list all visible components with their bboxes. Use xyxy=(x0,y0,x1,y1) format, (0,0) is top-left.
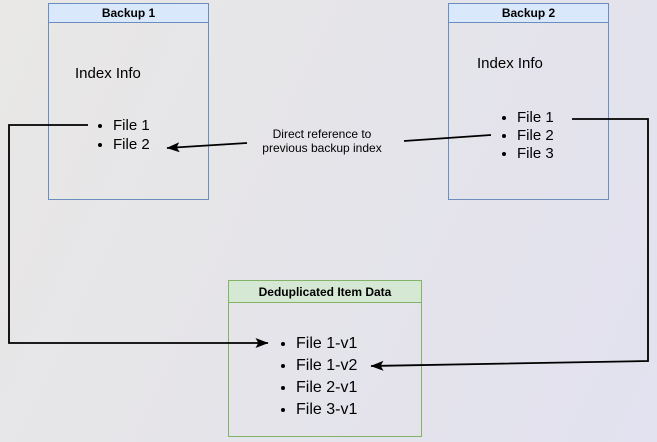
box-backup-2-file-list: File 1 File 2 File 3 xyxy=(449,109,554,163)
box-backup-1-file-list: File 1 File 2 xyxy=(49,116,150,154)
box-backup-2: Backup 2 Index Info File 1 File 2 File 3 xyxy=(448,3,609,200)
list-item: File 1 xyxy=(113,116,150,135)
edge-label-line-1: Direct reference to xyxy=(272,127,372,141)
edge-label-line-2: previous backup index xyxy=(262,141,382,155)
list-item: File 1 xyxy=(517,109,554,127)
list-item: File 2 xyxy=(113,135,150,154)
box-backup-2-title: Backup 2 xyxy=(449,4,608,23)
list-item: File 1-v1 xyxy=(296,333,357,355)
list-item: File 3 xyxy=(517,145,554,163)
list-item: File 1-v2 xyxy=(296,355,357,377)
box-backup-1-heading: Index Info xyxy=(75,65,141,82)
edge-label-direct-reference: Direct reference to previous backup inde… xyxy=(242,127,402,155)
box-deduplicated-item-data-file-list: File 1-v1 File 1-v2 File 2-v1 File 3-v1 xyxy=(229,333,357,421)
list-item: File 2 xyxy=(517,127,554,145)
box-backup-1-title: Backup 1 xyxy=(49,4,208,23)
list-item: File 3-v1 xyxy=(296,399,357,421)
list-item: File 2-v1 xyxy=(296,377,357,399)
box-deduplicated-item-data: Deduplicated Item Data File 1-v1 File 1-… xyxy=(228,280,422,437)
box-deduplicated-item-data-title: Deduplicated Item Data xyxy=(229,281,421,303)
box-backup-1: Backup 1 Index Info File 1 File 2 xyxy=(48,3,209,200)
box-backup-2-heading: Index Info xyxy=(477,55,543,72)
